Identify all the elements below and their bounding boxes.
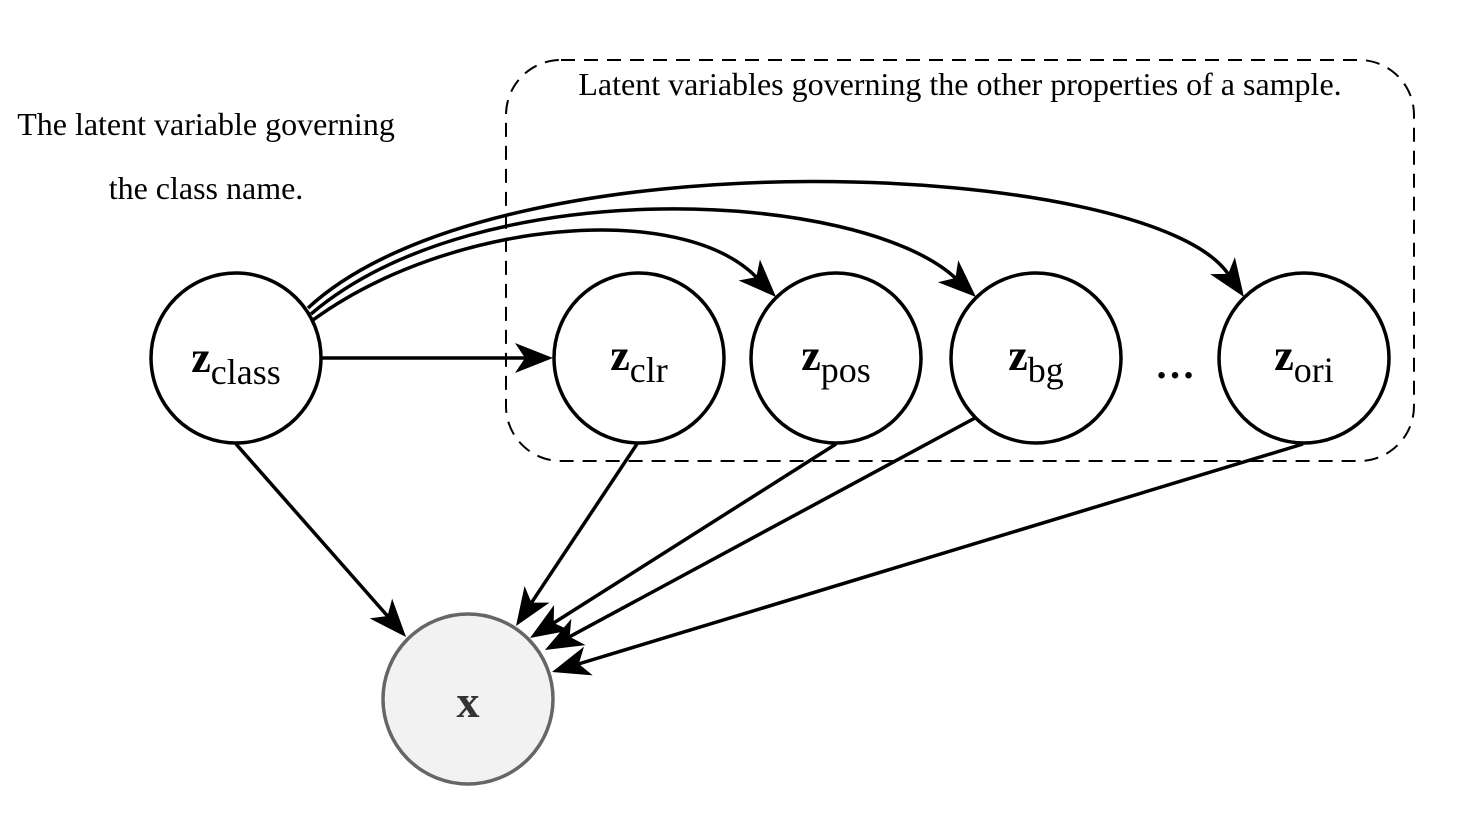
- edge-z-class-to-z-pos-arrowhead: [738, 259, 776, 297]
- edge-z-ori-to-x: [578, 442, 1304, 666]
- node-z-ori-symbol: z: [1274, 331, 1294, 380]
- svg-text:zbg: zbg: [1008, 331, 1064, 390]
- node-z-clr-symbol: z: [610, 331, 630, 380]
- class-latent-caption: The latent variable governing the class …: [17, 106, 395, 206]
- edge-z-class-to-x: [234, 442, 389, 618]
- edge-z-class-to-z-clr-arrowhead: [515, 343, 553, 373]
- node-z-class-symbol: z: [191, 333, 211, 382]
- edge-z-clr-to-x: [530, 443, 639, 604]
- node-z-clr: zclr: [552, 271, 726, 445]
- edge-z-class-to-z-pos: [311, 228, 758, 322]
- edge-z-class-to-x-arrowhead: [369, 598, 406, 637]
- svg-text:zclass: zclass: [191, 333, 281, 392]
- svg-text:zpos: zpos: [801, 331, 871, 390]
- node-z-bg-subscript: bg: [1028, 350, 1064, 390]
- edge-z-clr-to-x-arrowhead: [516, 586, 550, 626]
- edges-layer: [234, 179, 1304, 676]
- latent-group-box: [505, 59, 1415, 462]
- node-z-bg-symbol: z: [1008, 331, 1028, 380]
- node-z-pos-symbol: z: [801, 331, 821, 380]
- edge-z-bg-to-x-arrowhead: [545, 618, 586, 650]
- edge-z-class-to-z-ori-arrowhead: [1210, 257, 1244, 297]
- edge-z-class-to-z-ori: [306, 179, 1230, 310]
- edge-z-pos-to-x-arrowhead: [530, 604, 571, 638]
- node-x-symbol: x: [457, 676, 480, 727]
- edge-z-class-to-z-bg-arrowhead: [937, 260, 976, 297]
- node-z-ori: zori: [1217, 271, 1391, 445]
- ellipsis-label: …: [1155, 342, 1195, 387]
- other-latents-caption: Latent variables governing the other pro…: [578, 66, 1342, 102]
- node-z-pos: zpos: [749, 271, 923, 445]
- svg-text:x: x: [457, 676, 480, 727]
- node-z-pos-subscript: pos: [821, 350, 871, 390]
- node-z-class: zclass: [149, 271, 323, 445]
- svg-text:zori: zori: [1274, 331, 1334, 390]
- edge-z-class-to-z-bg: [309, 207, 957, 316]
- node-x-observed: x: [381, 612, 555, 786]
- edge-z-ori-to-x-arrowhead: [552, 646, 593, 676]
- node-z-bg: zbg: [949, 271, 1123, 445]
- svg-text:zclr: zclr: [610, 331, 668, 390]
- node-z-class-subscript: class: [211, 352, 281, 392]
- edge-z-pos-to-x: [552, 442, 837, 625]
- edge-z-bg-to-x: [568, 416, 976, 639]
- node-z-ori-subscript: ori: [1294, 350, 1334, 390]
- node-z-clr-subscript: clr: [630, 350, 668, 390]
